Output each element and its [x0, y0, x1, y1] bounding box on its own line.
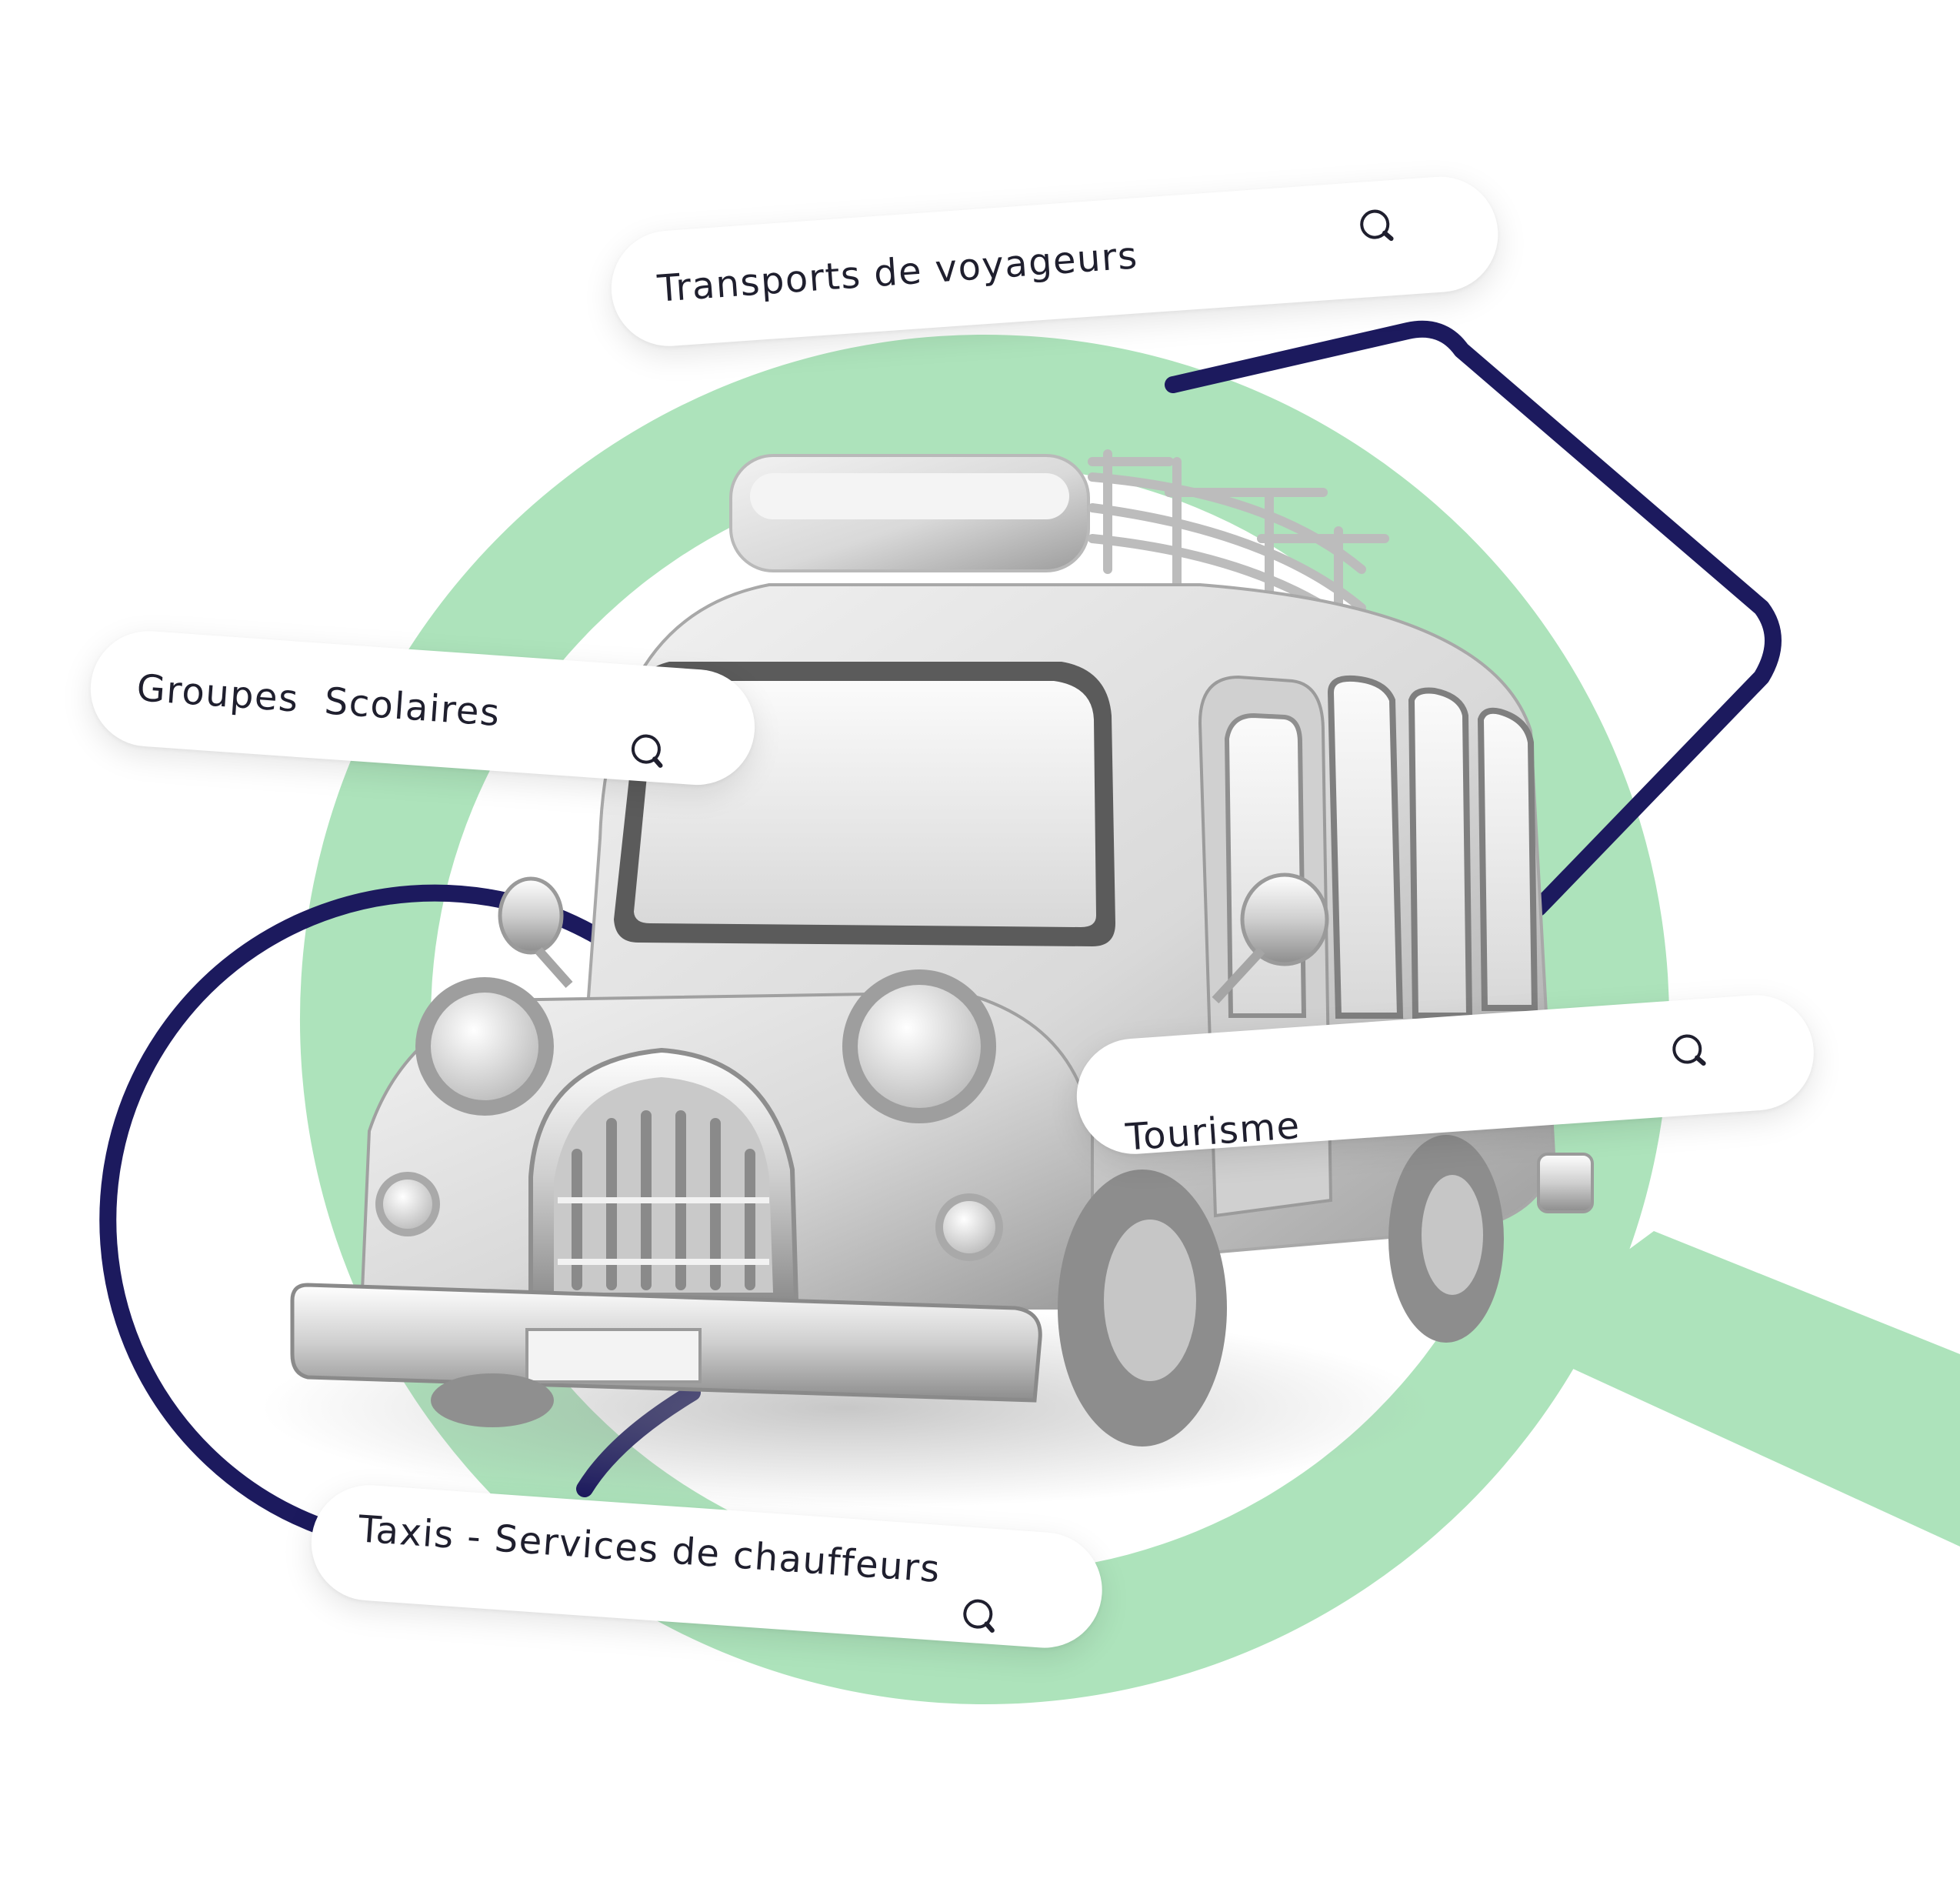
search-icon: [631, 734, 663, 768]
tag-tourisme[interactable]: Tourisme: [1072, 991, 1818, 1160]
tag-transports-de-voyageurs[interactable]: Transports de voyageurs: [607, 172, 1502, 350]
tag-groupes-scolaires[interactable]: Groupes Scolaires: [86, 627, 759, 789]
tag-label: Transports de voyageurs: [655, 234, 1140, 311]
tag-label: Groupes Scolaires: [135, 666, 502, 736]
tag-label: Taxis - Services de chauffeurs: [357, 1507, 942, 1592]
search-icon: [1360, 209, 1394, 242]
search-icon: [1672, 1034, 1706, 1066]
minibus-illustration: [290, 449, 1594, 1447]
search-icon: [963, 1599, 995, 1633]
magnifier-shape: [299, 335, 1960, 1704]
tag-taxis-services-de-chauffeurs[interactable]: Taxis - Services de chauffeurs: [307, 1481, 1106, 1652]
navy-square-outline: [1165, 320, 1782, 916]
